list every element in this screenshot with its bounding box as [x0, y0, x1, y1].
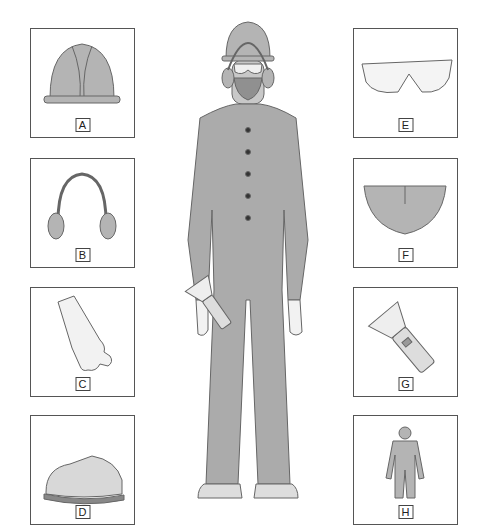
button	[246, 216, 251, 221]
flashlight-head	[369, 302, 414, 345]
earmuff-cup	[48, 213, 64, 239]
item-letter: A	[75, 118, 90, 132]
helmet-brim	[44, 96, 120, 103]
shoe-sole	[44, 494, 124, 504]
helmet-ridge	[72, 46, 92, 98]
worker-earmuff	[262, 68, 274, 88]
item-letter: B	[75, 248, 90, 262]
item-letter: C	[75, 377, 90, 391]
mask-seam	[405, 186, 406, 204]
button	[246, 128, 251, 133]
worker-earmuff	[222, 68, 234, 88]
flashlight-handle	[202, 295, 231, 330]
worker-helmet	[226, 22, 270, 58]
item-letter: D	[75, 505, 90, 519]
item-frame: C	[30, 287, 135, 397]
item-letter: G	[398, 377, 413, 391]
coverall-head	[399, 427, 411, 439]
flashlight-handle	[392, 327, 435, 374]
button	[246, 194, 251, 199]
ppe-icons	[44, 44, 452, 504]
item-letter: E	[398, 118, 413, 132]
worker-shoe	[198, 484, 242, 498]
item-letter: F	[398, 248, 413, 262]
worker-glove	[288, 300, 302, 335]
button	[246, 172, 251, 177]
item-frame: B	[30, 158, 135, 268]
worker-mask	[234, 78, 262, 100]
coverall-body	[386, 441, 424, 498]
button	[246, 150, 251, 155]
item-frame: G	[353, 287, 458, 397]
helmet-icon	[50, 44, 114, 98]
item-frame: A	[30, 28, 135, 138]
item-frame: F	[353, 158, 458, 268]
worker-helmet-brim	[222, 56, 274, 61]
worker-face	[232, 60, 264, 104]
mask-icon	[364, 186, 446, 234]
earmuff-band	[58, 174, 106, 222]
item-frame: E	[353, 28, 458, 138]
worker-figure	[185, 22, 308, 498]
worker-earmuff-band	[228, 43, 268, 70]
shoe-icon	[46, 456, 122, 497]
coverall-icon	[386, 427, 424, 498]
flashlight-head	[185, 275, 218, 306]
item-frame: D	[30, 415, 135, 525]
earmuff-cup	[100, 213, 116, 239]
worker-flashlight	[185, 275, 238, 334]
item-letter: H	[398, 505, 413, 519]
flashlight-icon	[369, 302, 443, 380]
item-frame: H	[353, 415, 458, 525]
worker-shoe	[254, 484, 298, 498]
glasses-icon	[362, 60, 452, 93]
glove-icon	[58, 296, 112, 371]
worker-glasses	[234, 64, 262, 74]
flashlight-switch	[402, 337, 412, 347]
